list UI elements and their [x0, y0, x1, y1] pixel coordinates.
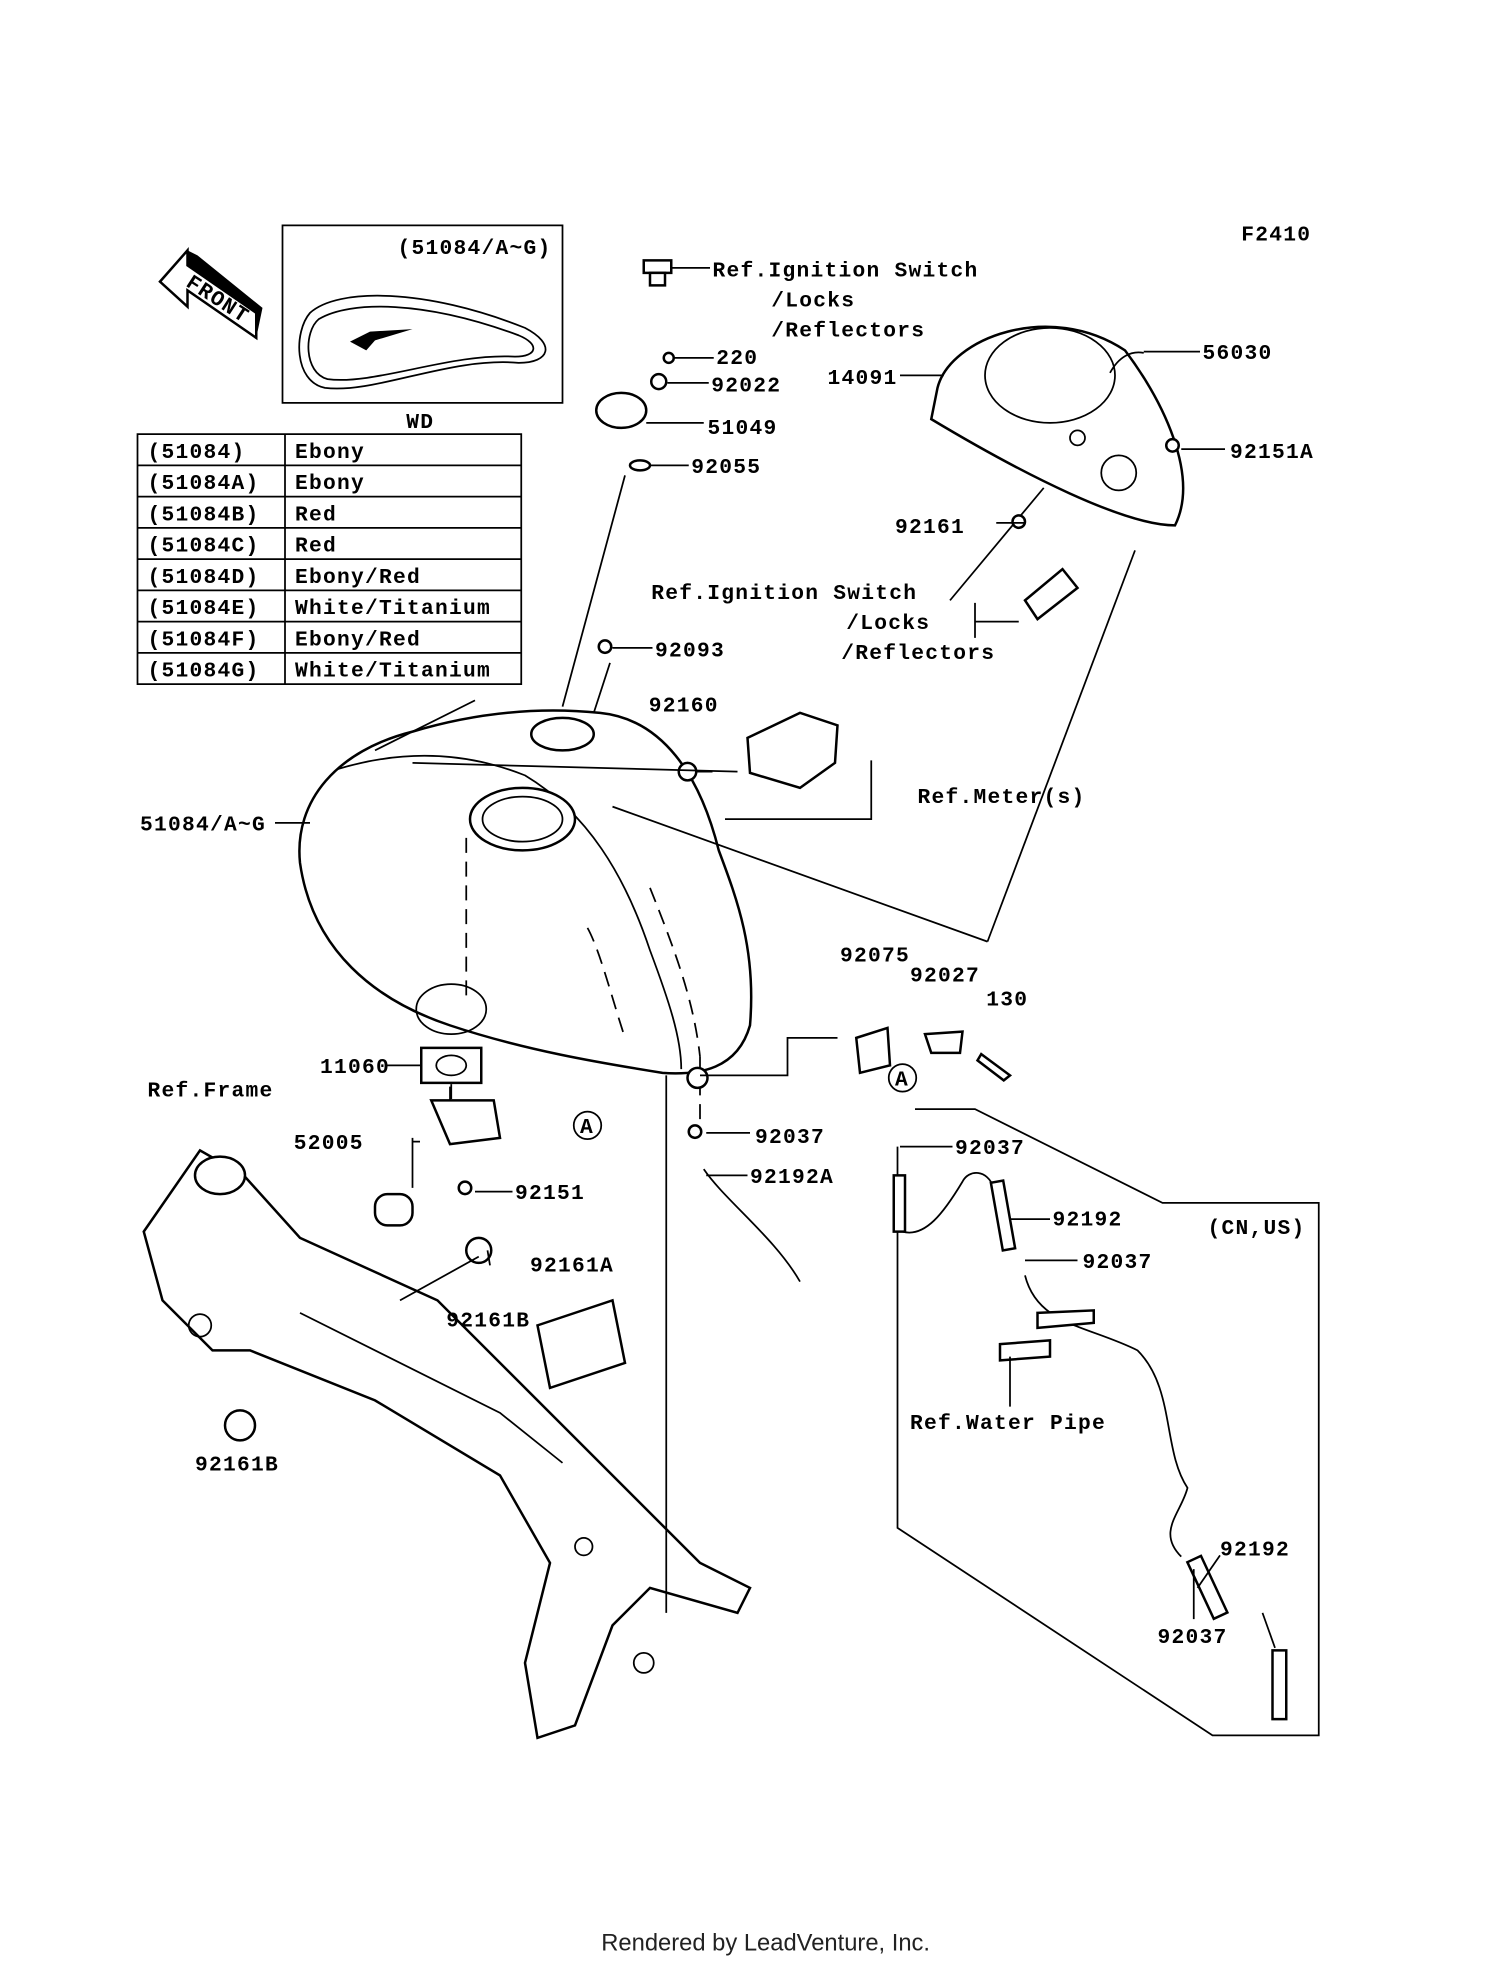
leader-line	[486, 1250, 491, 1266]
part-label: 92093	[655, 640, 725, 664]
part-label: 92192	[1220, 1538, 1290, 1562]
table-cell-color: Ebony/Red	[295, 566, 421, 590]
part-label: 92160	[649, 695, 719, 719]
part-label: (CN,US)	[1208, 1217, 1306, 1241]
leader-line	[1196, 1554, 1221, 1589]
part-label: Ref.Ignition Switch	[651, 582, 917, 606]
callout-a-2: A	[887, 1063, 918, 1093]
cn-us-inset	[892, 1108, 1320, 1737]
part-label: Ref.Ignition Switch	[713, 260, 979, 284]
svg-text:A: A	[895, 1068, 909, 1092]
part-label: 92161B	[446, 1310, 530, 1334]
table-cell-part: (51084)	[148, 441, 246, 465]
table-cell-part: (51084B)	[148, 503, 260, 527]
part-label: 92037	[755, 1126, 825, 1150]
table-cell-color: Red	[295, 503, 337, 527]
meter-bracket	[374, 699, 988, 943]
fuel-hose-parts	[686, 1026, 1013, 1283]
part-label: 92037	[1083, 1251, 1153, 1275]
table-cell-color: Ebony/Red	[295, 628, 421, 652]
part-label: 92161A	[530, 1255, 614, 1279]
part-label: 92151A	[1230, 441, 1314, 465]
part-label: 11060	[320, 1056, 390, 1080]
table-cell-color: Red	[295, 535, 337, 559]
part-label: 92161B	[195, 1453, 279, 1477]
part-label: 51084/A~G	[140, 813, 266, 837]
front-arrow-icon: FRONT	[158, 247, 263, 341]
part-label: 92075	[840, 945, 910, 969]
part-label: 92022	[711, 375, 781, 399]
color-table: WD (51084) Ebony (51084A) Ebony (51084B) Red (…	[136, 411, 523, 685]
fuel-pump-assembly	[373, 1046, 502, 1227]
part-label: 92037	[955, 1137, 1025, 1161]
part-label: 14091	[828, 367, 898, 391]
part-label: 92192A	[750, 1166, 834, 1190]
color-table-header: WD	[406, 411, 434, 435]
table-cell-part: (51084G)	[148, 660, 260, 684]
part-label: /Locks	[771, 290, 855, 314]
table-cell-part: (51084F)	[148, 628, 260, 652]
table-cell-part: (51084D)	[148, 566, 260, 590]
inset-title: (51084/A~G)	[398, 237, 552, 261]
part-label: 92055	[691, 456, 761, 480]
tank-graphic-inset: (51084/A~G)	[281, 224, 564, 404]
part-label: 51049	[708, 417, 778, 441]
part-label: 92192	[1053, 1208, 1123, 1232]
part-label: 92151	[515, 1182, 585, 1206]
table-cell-color: White/Titanium	[295, 660, 491, 684]
part-label: 220	[716, 347, 758, 371]
part-label: 52005	[294, 1132, 364, 1156]
part-label: Ref.Water Pipe	[910, 1412, 1106, 1436]
part-label: /Reflectors	[841, 642, 995, 666]
meter-cover	[929, 325, 1185, 942]
table-cell-part: (51084A)	[148, 472, 260, 496]
part-label: 92027	[910, 965, 980, 989]
callout-a-1: A	[572, 1110, 603, 1140]
part-label: 92161	[895, 516, 965, 540]
part-label: Ref.Meter(s)	[918, 786, 1086, 810]
svg-text:A: A	[580, 1116, 594, 1140]
table-cell-part: (51084C)	[148, 535, 260, 559]
part-label: 130	[986, 988, 1028, 1012]
part-labels: Ref.Ignition Switch/Locks/Reflectors 220 9…	[140, 260, 1314, 1650]
table-cell-color: Ebony	[295, 441, 365, 465]
part-label: 56030	[1203, 342, 1273, 366]
part-label: /Reflectors	[771, 320, 925, 344]
figure-code: F2410	[1241, 223, 1311, 247]
fuel-tank	[298, 709, 753, 1126]
part-label: 92037	[1158, 1626, 1228, 1650]
table-cell-color: White/Titanium	[295, 597, 491, 621]
footer-credit: Rendered by LeadVenture, Inc.	[601, 1929, 930, 1956]
table-cell-part: (51084E)	[148, 597, 260, 621]
frame	[142, 1075, 752, 1740]
table-cell-color: Ebony	[295, 472, 365, 496]
part-label: /Locks	[846, 612, 930, 636]
fuel-cap-parts	[561, 259, 698, 782]
part-label: Ref.Frame	[148, 1080, 274, 1104]
